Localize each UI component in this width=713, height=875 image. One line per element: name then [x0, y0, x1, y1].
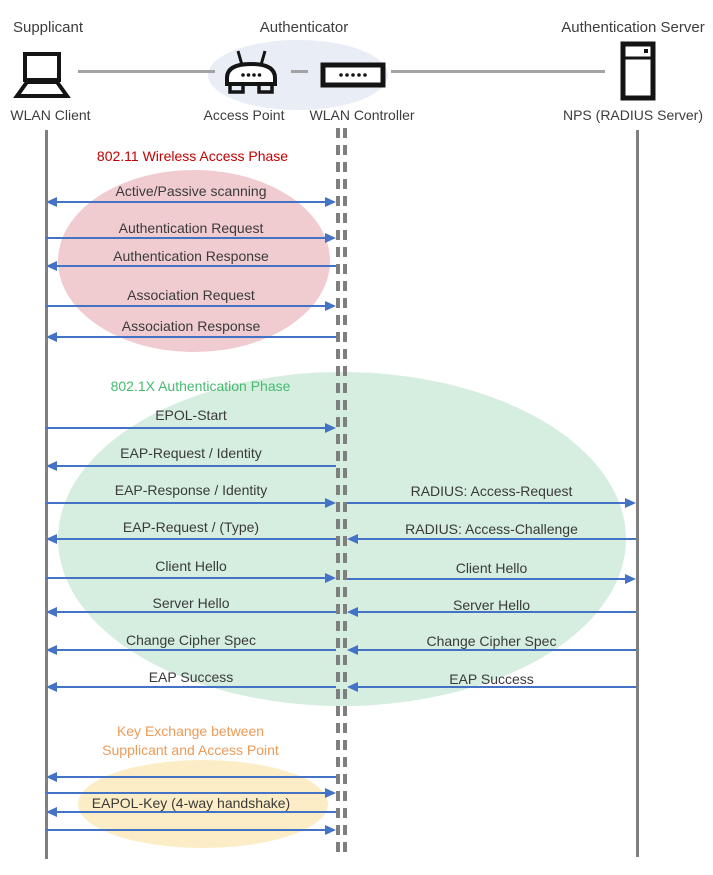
role-authenticator: Authenticator [259, 19, 349, 36]
wireless-router-icon [219, 48, 283, 96]
message-label: RADIUS: Access-Request [410, 483, 573, 499]
arrowhead-left-icon [347, 682, 358, 692]
arrowhead-left-icon [46, 534, 57, 544]
device-wlan-client: WLAN Client [10, 107, 91, 123]
arrowhead-right-icon [625, 574, 636, 584]
message-arrow-left [347, 606, 636, 618]
phase-title-wireless-access: 802.11 Wireless Access Phase [96, 148, 289, 164]
message-arrow-right [46, 422, 336, 434]
arrowhead-right-icon [325, 825, 336, 835]
message-label: Change Cipher Spec [126, 632, 256, 648]
message-label: EAP-Request / Identity [120, 445, 262, 461]
message-label: Association Request [127, 287, 255, 303]
phase-title-key-exchange: Key Exchange between Supplicant and Acce… [48, 722, 333, 760]
arrowhead-right-icon [325, 788, 336, 798]
arrowhead-left-icon [46, 461, 57, 471]
lifeline-supplicant [45, 130, 48, 859]
arrowhead-left-icon [46, 197, 57, 207]
laptop-icon [10, 51, 74, 99]
arrowhead-left-icon [46, 807, 57, 817]
message-label: Authentication Response [113, 248, 269, 264]
arrowhead-left-icon [46, 261, 57, 271]
message-arrow-left [46, 460, 336, 472]
arrowhead-right-icon [325, 301, 336, 311]
message-label: EAP-Request / (Type) [122, 519, 260, 535]
phase-title-dot1x: 802.1X Authentication Phase [110, 378, 291, 394]
server-tower-icon [620, 41, 656, 101]
lifeline-controller-dashed-2 [343, 128, 347, 854]
arrowhead-left-icon [46, 772, 57, 782]
device-access-point: Access Point [203, 107, 285, 123]
message-label: EAP-Response / Identity [114, 482, 268, 498]
arrowhead-left-icon [46, 682, 57, 692]
message-label: EPOL-Start [155, 407, 227, 423]
message-arrow-right [46, 300, 336, 312]
lifeline-controller-dashed-1 [336, 128, 340, 854]
phase-title-key-exchange-line1: Key Exchange between [116, 723, 265, 739]
message-arrow-right [46, 572, 336, 584]
message-arrow-left [347, 644, 636, 656]
message-label: RADIUS: Access-Challenge [405, 521, 578, 537]
arrowhead-right-icon [325, 498, 336, 508]
connector-client-ap [78, 70, 215, 73]
controller-box-icon [320, 62, 386, 88]
message-label: EAPOL-Key (4-way handshake) [91, 795, 291, 811]
message-arrow-left [46, 533, 336, 545]
connector-controller-server [391, 70, 605, 73]
message-arrow-left [46, 806, 336, 818]
message-arrow-both [46, 196, 336, 208]
message-label: EAP Success [449, 671, 534, 687]
message-arrow-right [46, 787, 336, 799]
message-label: Active/Passive scanning [115, 183, 267, 199]
arrowhead-left-icon [347, 607, 358, 617]
message-arrow-left [347, 533, 636, 545]
message-arrow-left [46, 681, 336, 693]
message-arrow-left [46, 260, 336, 272]
message-label: Change Cipher Spec [426, 633, 557, 649]
message-label: Server Hello [152, 595, 230, 611]
message-label: EAP Success [148, 669, 234, 685]
arrowhead-left-icon [46, 332, 57, 342]
message-label: Client Hello [155, 558, 227, 574]
message-arrow-right [46, 497, 336, 509]
message-arrow-left [347, 681, 636, 693]
message-arrow-right [347, 497, 636, 509]
arrowhead-right-icon [325, 423, 336, 433]
arrowhead-left-icon [46, 607, 57, 617]
arrowhead-right-icon [325, 197, 336, 207]
message-arrow-right [46, 824, 336, 836]
message-arrow-right [46, 232, 336, 244]
role-supplicant: Supplicant [12, 19, 84, 36]
message-arrow-left [46, 606, 336, 618]
lifeline-server [636, 130, 639, 857]
message-arrow-left [46, 644, 336, 656]
message-arrow-right [347, 573, 636, 585]
message-label: Client Hello [455, 560, 528, 576]
message-label: Server Hello [452, 597, 531, 613]
message-label: Authentication Request [118, 220, 264, 236]
phase-title-key-exchange-line2: Supplicant and Access Point [102, 742, 279, 758]
arrowhead-right-icon [325, 573, 336, 583]
arrowhead-left-icon [46, 645, 57, 655]
device-wlan-controller: WLAN Controller [309, 107, 415, 123]
message-arrow-left [46, 331, 336, 343]
arrowhead-left-icon [347, 534, 358, 544]
arrowhead-left-icon [347, 645, 358, 655]
wireless-access-phase-ellipse [58, 170, 330, 352]
device-nps: NPS (RADIUS Server) [562, 107, 704, 123]
role-authentication-server: Authentication Server [561, 19, 705, 36]
connector-ap-controller [291, 70, 308, 73]
message-label: Association Response [121, 318, 261, 334]
arrowhead-right-icon [325, 233, 336, 243]
key-exchange-ellipse [78, 760, 328, 848]
message-arrow-left [46, 771, 336, 783]
arrowhead-right-icon [625, 498, 636, 508]
